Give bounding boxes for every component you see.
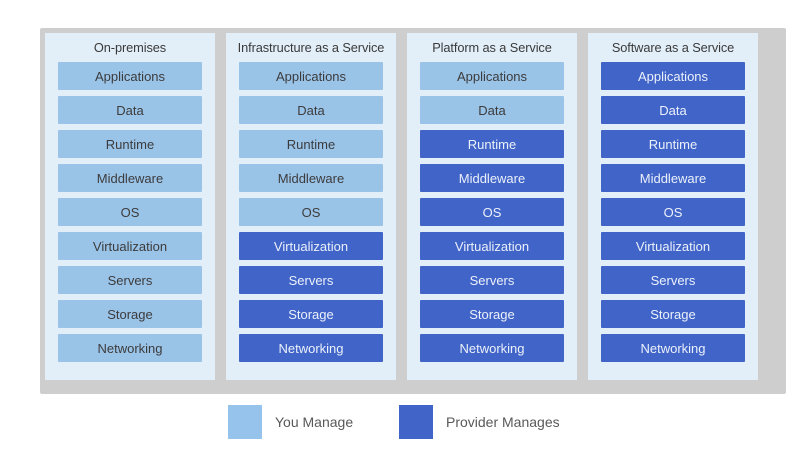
layer-cell-middleware: Middleware <box>601 164 745 192</box>
layer-cell-os: OS <box>420 198 564 226</box>
layer-cell-storage: Storage <box>601 300 745 328</box>
layer-cell-servers: Servers <box>601 266 745 294</box>
layer-cell-data: Data <box>601 96 745 124</box>
layer-cell-virtualization: Virtualization <box>420 232 564 260</box>
layer-cell-runtime: Runtime <box>420 130 564 158</box>
layer-cell-data: Data <box>58 96 202 124</box>
layer-cell-data: Data <box>239 96 383 124</box>
layer-cell-os: OS <box>601 198 745 226</box>
layer-cell-networking: Networking <box>420 334 564 362</box>
layer-cell-virtualization: Virtualization <box>601 232 745 260</box>
column-title-infrastructure-as-a-service: Infrastructure as a Service <box>237 40 385 55</box>
layer-cell-virtualization: Virtualization <box>58 232 202 260</box>
layer-cell-applications: Applications <box>58 62 202 90</box>
layer-cell-middleware: Middleware <box>58 164 202 192</box>
column-title-software-as-a-service: Software as a Service <box>611 40 735 55</box>
legend-item-you-manage: You Manage <box>228 405 353 439</box>
layer-cell-networking: Networking <box>58 334 202 362</box>
layer-cell-runtime: Runtime <box>601 130 745 158</box>
layer-cell-applications: Applications <box>239 62 383 90</box>
layer-cell-runtime: Runtime <box>239 130 383 158</box>
layer-cell-applications: Applications <box>420 62 564 90</box>
layer-cell-storage: Storage <box>420 300 564 328</box>
provider-manages-label: Provider Manages <box>446 414 560 430</box>
layer-cell-data: Data <box>420 96 564 124</box>
layer-cell-storage: Storage <box>239 300 383 328</box>
layer-cell-runtime: Runtime <box>58 130 202 158</box>
layer-cell-networking: Networking <box>601 334 745 362</box>
layer-cell-applications: Applications <box>601 62 745 90</box>
layer-cell-middleware: Middleware <box>420 164 564 192</box>
column-title-on-premises: On-premises <box>93 40 167 55</box>
layer-cell-networking: Networking <box>239 334 383 362</box>
provider-manages-swatch <box>399 405 433 439</box>
layer-cell-virtualization: Virtualization <box>239 232 383 260</box>
layer-cell-storage: Storage <box>58 300 202 328</box>
layer-cell-os: OS <box>58 198 202 226</box>
you-manage-swatch <box>228 405 262 439</box>
layer-cell-os: OS <box>239 198 383 226</box>
layer-cell-servers: Servers <box>420 266 564 294</box>
you-manage-label: You Manage <box>275 414 354 430</box>
layer-cell-servers: Servers <box>58 266 202 294</box>
layer-cell-servers: Servers <box>239 266 383 294</box>
layer-cell-middleware: Middleware <box>239 164 383 192</box>
column-title-platform-as-a-service: Platform as a Service <box>432 40 552 55</box>
legend-item-provider-manages: Provider Manages <box>399 405 560 439</box>
